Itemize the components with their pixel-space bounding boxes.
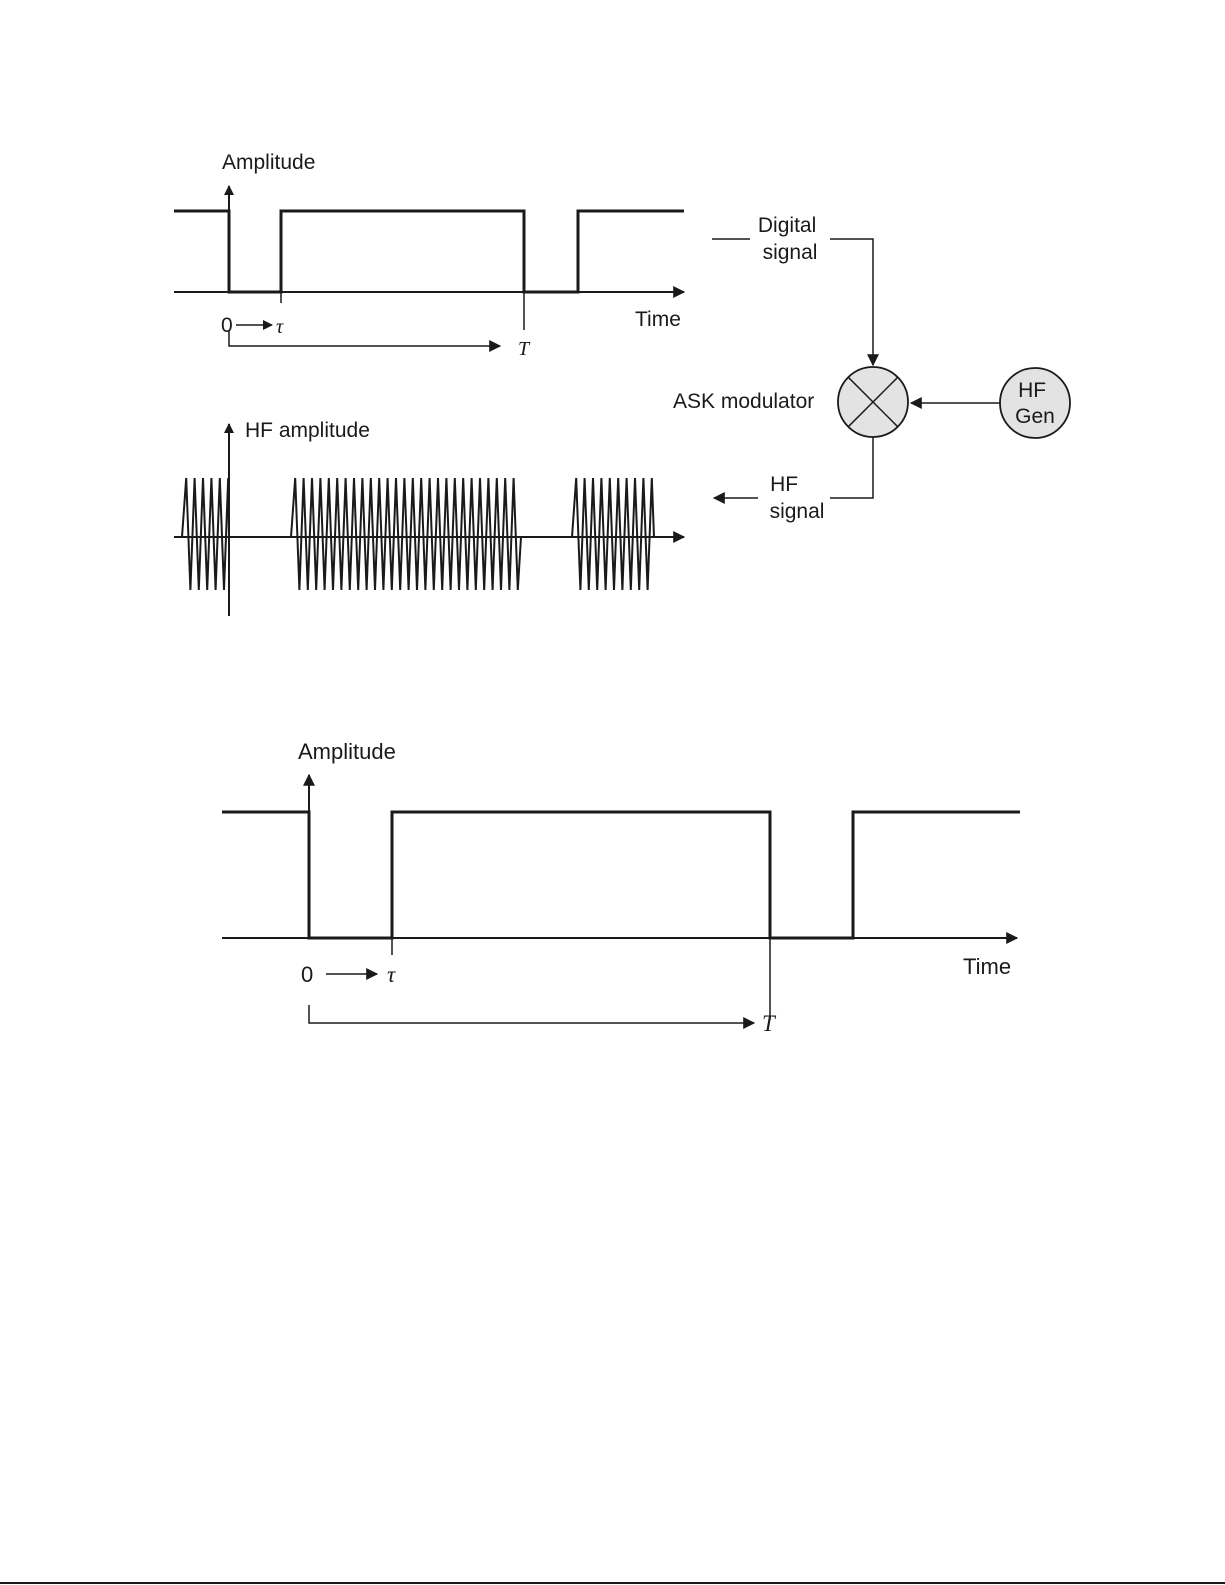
top-digital-plot: Amplitude Time 0 τ T [174,151,684,360]
bottom-digital-waveform [222,812,1020,938]
bottom-origin-label: 0 [301,962,313,987]
hf-amplitude-label: HF amplitude [245,419,370,442]
bottom-tau-label: τ [387,962,396,987]
top-time-label: Time [635,308,681,331]
page-bottom-rule [0,1582,1225,1584]
ask-modulator-node [838,367,908,437]
top-tau-label: τ [276,316,284,338]
bottom-time-label: Time [963,954,1011,979]
hf-signal-path [830,437,873,498]
bottom-period-label: T [762,1011,777,1036]
ask-block-diagram: Digital signal ASK modulator HF Gen HF s… [673,214,1070,523]
modulator-label: ASK modulator [673,390,814,413]
bottom-period-arrow [309,1005,754,1023]
hf-signal-label: HF signal [770,473,825,523]
bottom-amplitude-label: Amplitude [298,739,396,764]
digital-signal-label: Digital signal [758,214,822,264]
top-hf-plot: HF amplitude [174,419,684,616]
bottom-digital-plot: Amplitude Time 0 τ T [222,739,1020,1036]
hf-modulated-waveform [174,478,654,590]
top-amplitude-label: Amplitude [222,151,315,174]
top-origin-label: 0 [221,314,233,337]
top-period-label: T [518,338,531,360]
top-period-arrow [229,330,500,346]
top-digital-waveform [174,211,684,292]
digital-signal-path [830,239,873,365]
